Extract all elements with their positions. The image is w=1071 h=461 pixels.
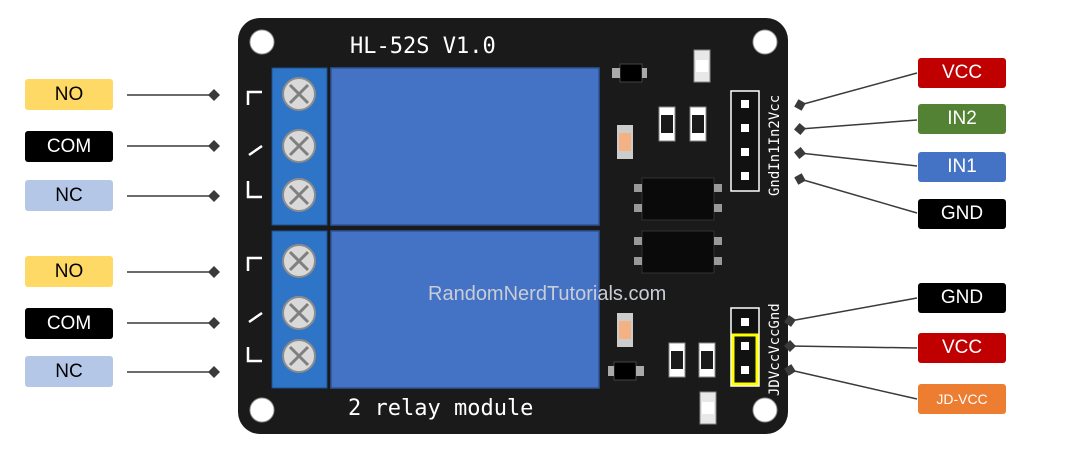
right-leader-4 xyxy=(799,178,918,214)
screw-slot-5 xyxy=(288,302,310,324)
board-subtitle: 2 relay module xyxy=(348,396,534,421)
left-leader-3-tip xyxy=(208,190,220,202)
right-leader-4-tip xyxy=(794,173,806,185)
relay-top xyxy=(330,67,600,226)
power-header-label: JDVccVccGnd xyxy=(767,303,783,396)
input-header-label: GndIn1In2Vcc xyxy=(767,94,783,196)
left-leader-6-tip xyxy=(208,366,220,378)
input-header xyxy=(730,90,760,192)
pin-label-nc-2: NC xyxy=(25,356,113,387)
relay-bottom xyxy=(330,230,600,389)
pin-label-com-2: COM xyxy=(25,308,113,339)
left-leader-5-tip xyxy=(208,317,220,329)
pin-label-com-1: COM xyxy=(25,131,113,162)
left-leader-4-tip xyxy=(208,266,220,278)
right-leader-6 xyxy=(789,345,918,349)
watermark: RandomNerdTutorials.com xyxy=(428,283,667,305)
pin-label-vcc-input: VCC xyxy=(918,58,1006,88)
screw-slot-1 xyxy=(288,83,310,105)
right-leader-1-tip xyxy=(794,99,806,111)
right-leader-3-tip xyxy=(794,147,806,159)
right-leader-2-tip xyxy=(794,123,806,135)
relay-contact-symbols xyxy=(246,90,263,363)
right-leader-5 xyxy=(789,297,918,322)
pin-label-in2: IN2 xyxy=(918,104,1006,134)
right-leader-6-tip xyxy=(784,340,796,352)
pin-label-no-2: NO xyxy=(25,256,113,287)
mounting-hole-bottom-left xyxy=(249,397,275,423)
right-leader-3 xyxy=(799,152,918,167)
smd-components xyxy=(608,49,722,425)
pin-label-no-1: NO xyxy=(25,79,113,110)
right-leader-7 xyxy=(789,369,918,400)
pin-label-gnd-power: GND xyxy=(918,283,1006,313)
right-leader-7-tip xyxy=(784,364,796,376)
right-leader-5-tip xyxy=(784,315,796,327)
screw-slot-3 xyxy=(288,184,310,206)
pin-label-gnd-input: GND xyxy=(918,199,1006,229)
mounting-hole-top-left xyxy=(249,29,275,55)
screw-slot-6 xyxy=(288,345,310,367)
right-leader-1 xyxy=(799,72,918,106)
screw-slot-4 xyxy=(288,250,310,272)
pin-label-nc-1: NC xyxy=(25,180,113,211)
jumper-highlight xyxy=(731,333,759,386)
power-header xyxy=(730,307,760,387)
mounting-hole-bottom-right xyxy=(752,397,778,423)
pin-label-jd-vcc: JD-VCC xyxy=(918,384,1006,414)
mounting-hole-top-right xyxy=(752,29,778,55)
screw-terminals xyxy=(282,77,316,373)
left-leader-2-tip xyxy=(208,140,220,152)
left-leader-1-tip xyxy=(208,89,220,101)
pin-label-in1: IN1 xyxy=(918,152,1006,182)
leader-lines xyxy=(127,72,918,400)
pin-label-vcc-power: VCC xyxy=(918,333,1006,363)
screw-slot-2 xyxy=(288,135,310,157)
board-title: HL-52S V1.0 xyxy=(350,34,496,59)
right-leader-2 xyxy=(799,119,918,130)
